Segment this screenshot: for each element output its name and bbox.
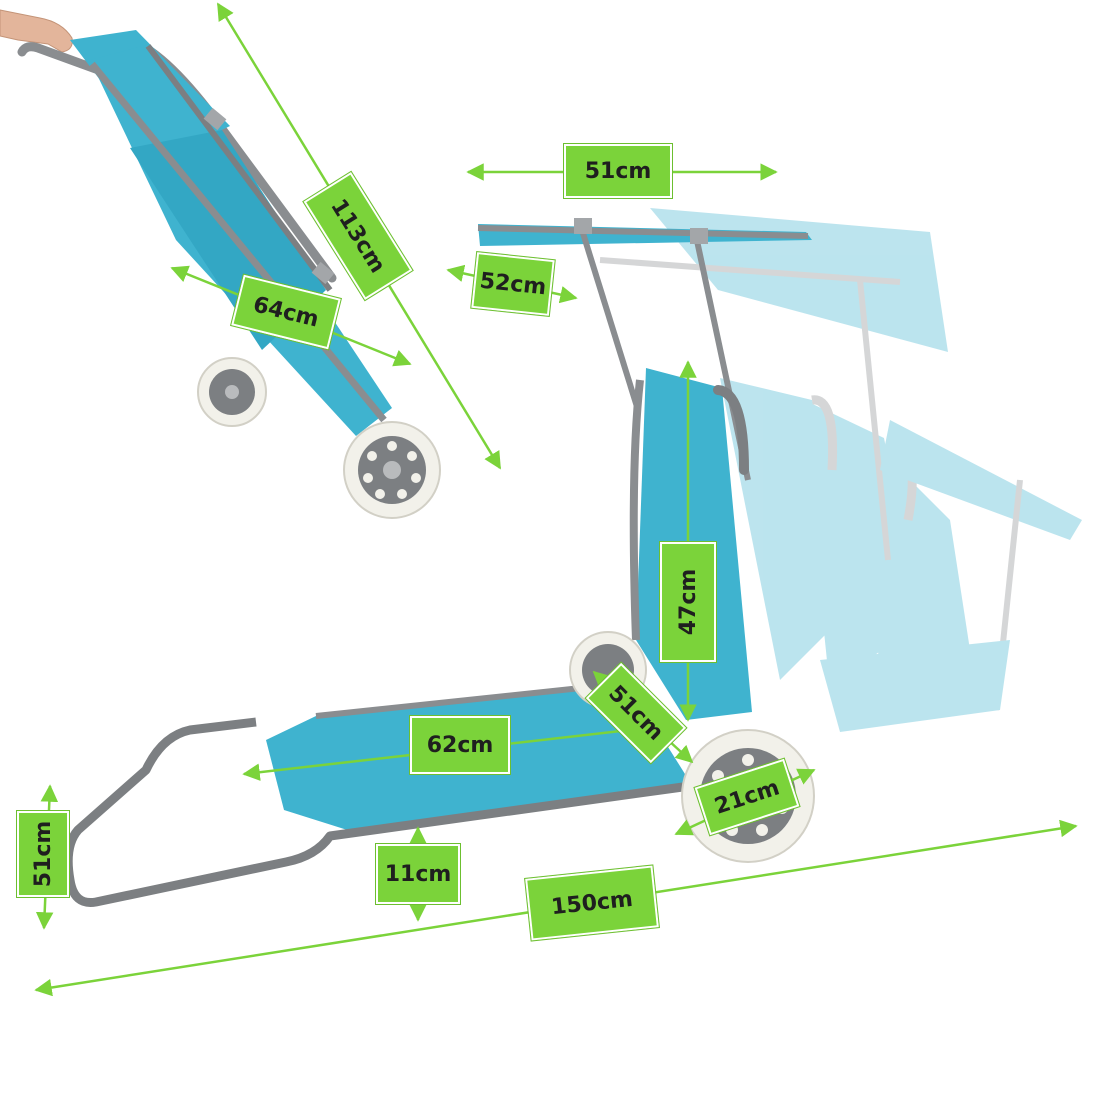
dimension-label-backrest-height: 47cm xyxy=(659,539,717,665)
dimension-label-seat-length: 62cm xyxy=(409,715,511,775)
folded-wheel-large xyxy=(343,421,441,519)
reclining-ghost-positions xyxy=(599,208,1082,732)
dimension-label-total-length: 150cm xyxy=(524,864,660,942)
dimension-label-canopy-depth: 52cm xyxy=(470,250,556,318)
folded-wheel-small xyxy=(197,357,267,427)
dimension-label-ground-clearance: 11cm xyxy=(375,843,461,905)
dimension-label-canopy-width: 51cm xyxy=(563,143,673,199)
dimension-label-front-height: 51cm xyxy=(16,809,70,899)
